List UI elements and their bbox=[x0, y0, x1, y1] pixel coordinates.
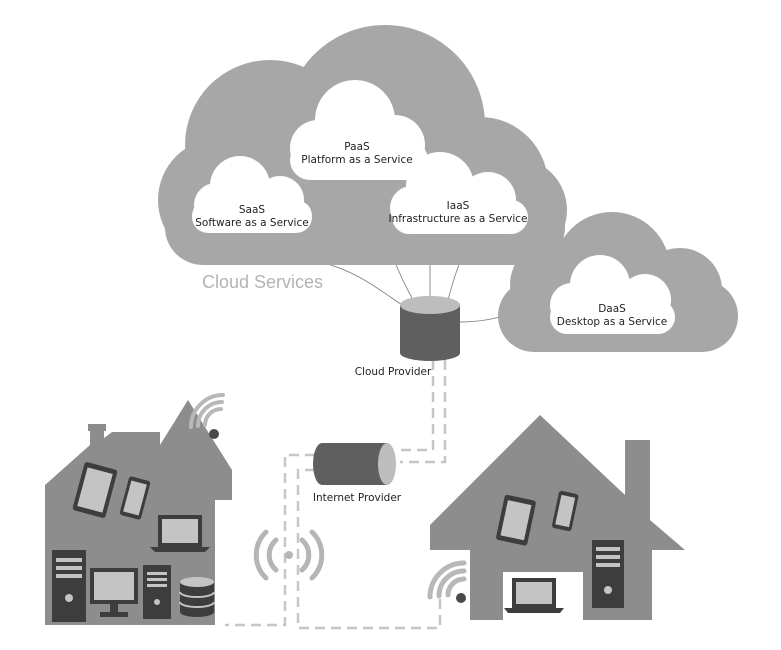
smartphone-icon-right bbox=[552, 490, 579, 532]
paas-name: PaaS bbox=[344, 141, 370, 153]
cloud-provider-label: Cloud Provider bbox=[355, 366, 432, 378]
internet-provider-cylinder-icon bbox=[313, 443, 396, 485]
saas-desc: Software as a Service bbox=[195, 217, 308, 229]
daas-inner-cloud bbox=[550, 255, 675, 334]
saas-cloud bbox=[192, 156, 312, 233]
wifi-icon bbox=[189, 393, 225, 439]
database-icon bbox=[179, 577, 215, 617]
monitor-icon bbox=[90, 568, 138, 617]
cloud-to-internet-link-2 bbox=[400, 360, 447, 464]
saas-name: SaaS bbox=[239, 204, 266, 216]
iaas-name: IaaS bbox=[447, 200, 470, 212]
cloud-services-title: Cloud Services bbox=[202, 272, 323, 292]
laptop-icon bbox=[150, 515, 210, 552]
internet-to-left-link bbox=[225, 453, 315, 627]
tablet-icon-right bbox=[496, 494, 536, 546]
cloud-to-internet-link bbox=[400, 360, 435, 452]
daas-desc: Desktop as a Service bbox=[557, 316, 667, 328]
internet-provider-label: Internet Provider bbox=[313, 492, 402, 504]
desktop-tower-icon-2 bbox=[143, 565, 171, 619]
iaas-cloud bbox=[390, 152, 528, 234]
paas-cloud bbox=[290, 80, 428, 180]
laptop-icon-right bbox=[504, 578, 564, 613]
network-links bbox=[225, 360, 447, 630]
desktop-tower-icon-right bbox=[592, 540, 624, 608]
paas-desc: Platform as a Service bbox=[301, 154, 412, 166]
tablet-icon bbox=[72, 462, 118, 518]
wifi-icon-right bbox=[427, 560, 467, 603]
daas-name: DaaS bbox=[598, 303, 626, 315]
internet-to-right-link bbox=[296, 468, 442, 630]
broadcast-icon bbox=[253, 529, 325, 581]
server-cylinder-icon bbox=[400, 296, 460, 361]
iaas-desc: Infrastructure as a Service bbox=[388, 213, 527, 225]
smartphone-icon bbox=[119, 476, 151, 520]
desktop-tower-icon bbox=[52, 550, 86, 622]
